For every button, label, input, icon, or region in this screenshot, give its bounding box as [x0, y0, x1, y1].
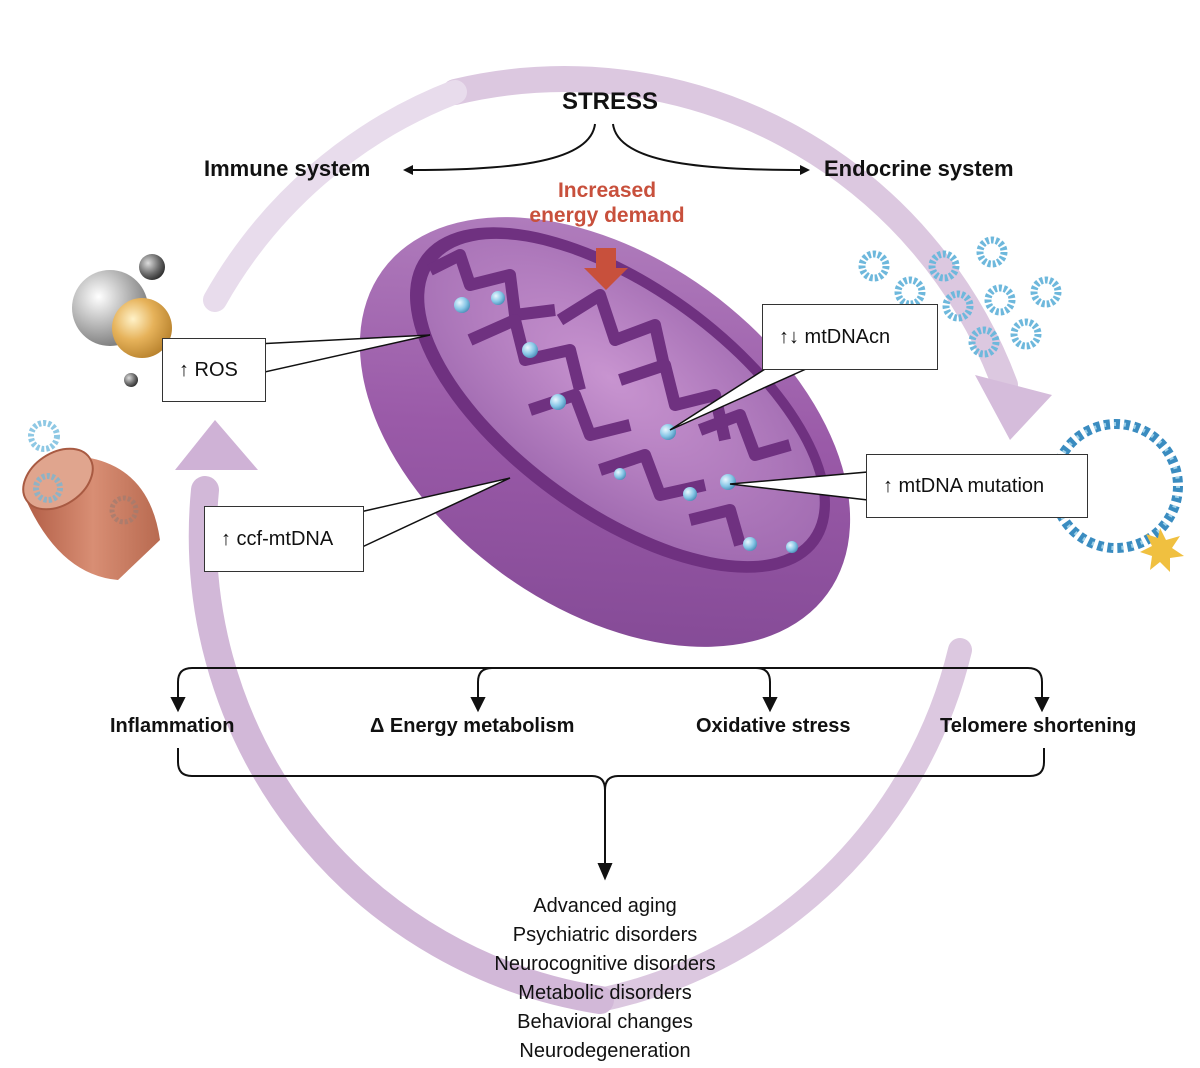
increased-energy-demand-label: Increased energy demand	[522, 178, 692, 228]
mtdna-dots	[454, 291, 798, 553]
ccf-mtdna-callout: ↑ ccf-mtDNA	[204, 506, 364, 572]
outcome-item: Metabolic disorders	[518, 982, 692, 1004]
mtdna-mutation-callout: ↑ mtDNA mutation	[866, 454, 1088, 518]
effect-inflammation: Inflammation	[110, 715, 235, 737]
increased-energy-demand-line-2: energy demand	[529, 204, 685, 227]
stress-label: STRESS	[562, 88, 659, 115]
effect-oxidative-stress: Oxidative stress	[696, 715, 851, 737]
outcomes-list: Advanced aging Psychiatric disorders Neu…	[400, 892, 810, 1066]
immune-cells-icon	[72, 254, 172, 387]
outcome-item: Neurocognitive disorders	[494, 953, 716, 975]
outcome-item: Psychiatric disorders	[512, 924, 698, 946]
outcome-item: Advanced aging	[533, 895, 677, 917]
effect-energy-metabolism: Δ Energy metabolism	[370, 715, 575, 737]
blood-vessel-icon	[22, 420, 160, 580]
outcome-item: Behavioral changes	[517, 1011, 693, 1033]
outcome-item: Neurodegeneration	[519, 1040, 691, 1062]
energy-demand-arrow	[584, 248, 628, 290]
immune-system-label: Immune system	[204, 156, 371, 181]
mtdnacn-callout: ↑↓ mtDNAcn	[762, 304, 938, 370]
ros-callout: ↑ ROS	[162, 338, 266, 402]
effect-telomere-shortening: Telomere shortening	[940, 715, 1137, 737]
hormone-rings-icon	[858, 236, 1062, 358]
endocrine-system-label: Endocrine system	[824, 156, 1014, 181]
effects-bracket	[170, 667, 1050, 881]
callout-leaders	[237, 328, 869, 550]
stress-branch-arrows	[403, 123, 810, 175]
increased-energy-demand-line-1: Increased	[557, 179, 657, 202]
mitochondrion	[359, 217, 851, 647]
